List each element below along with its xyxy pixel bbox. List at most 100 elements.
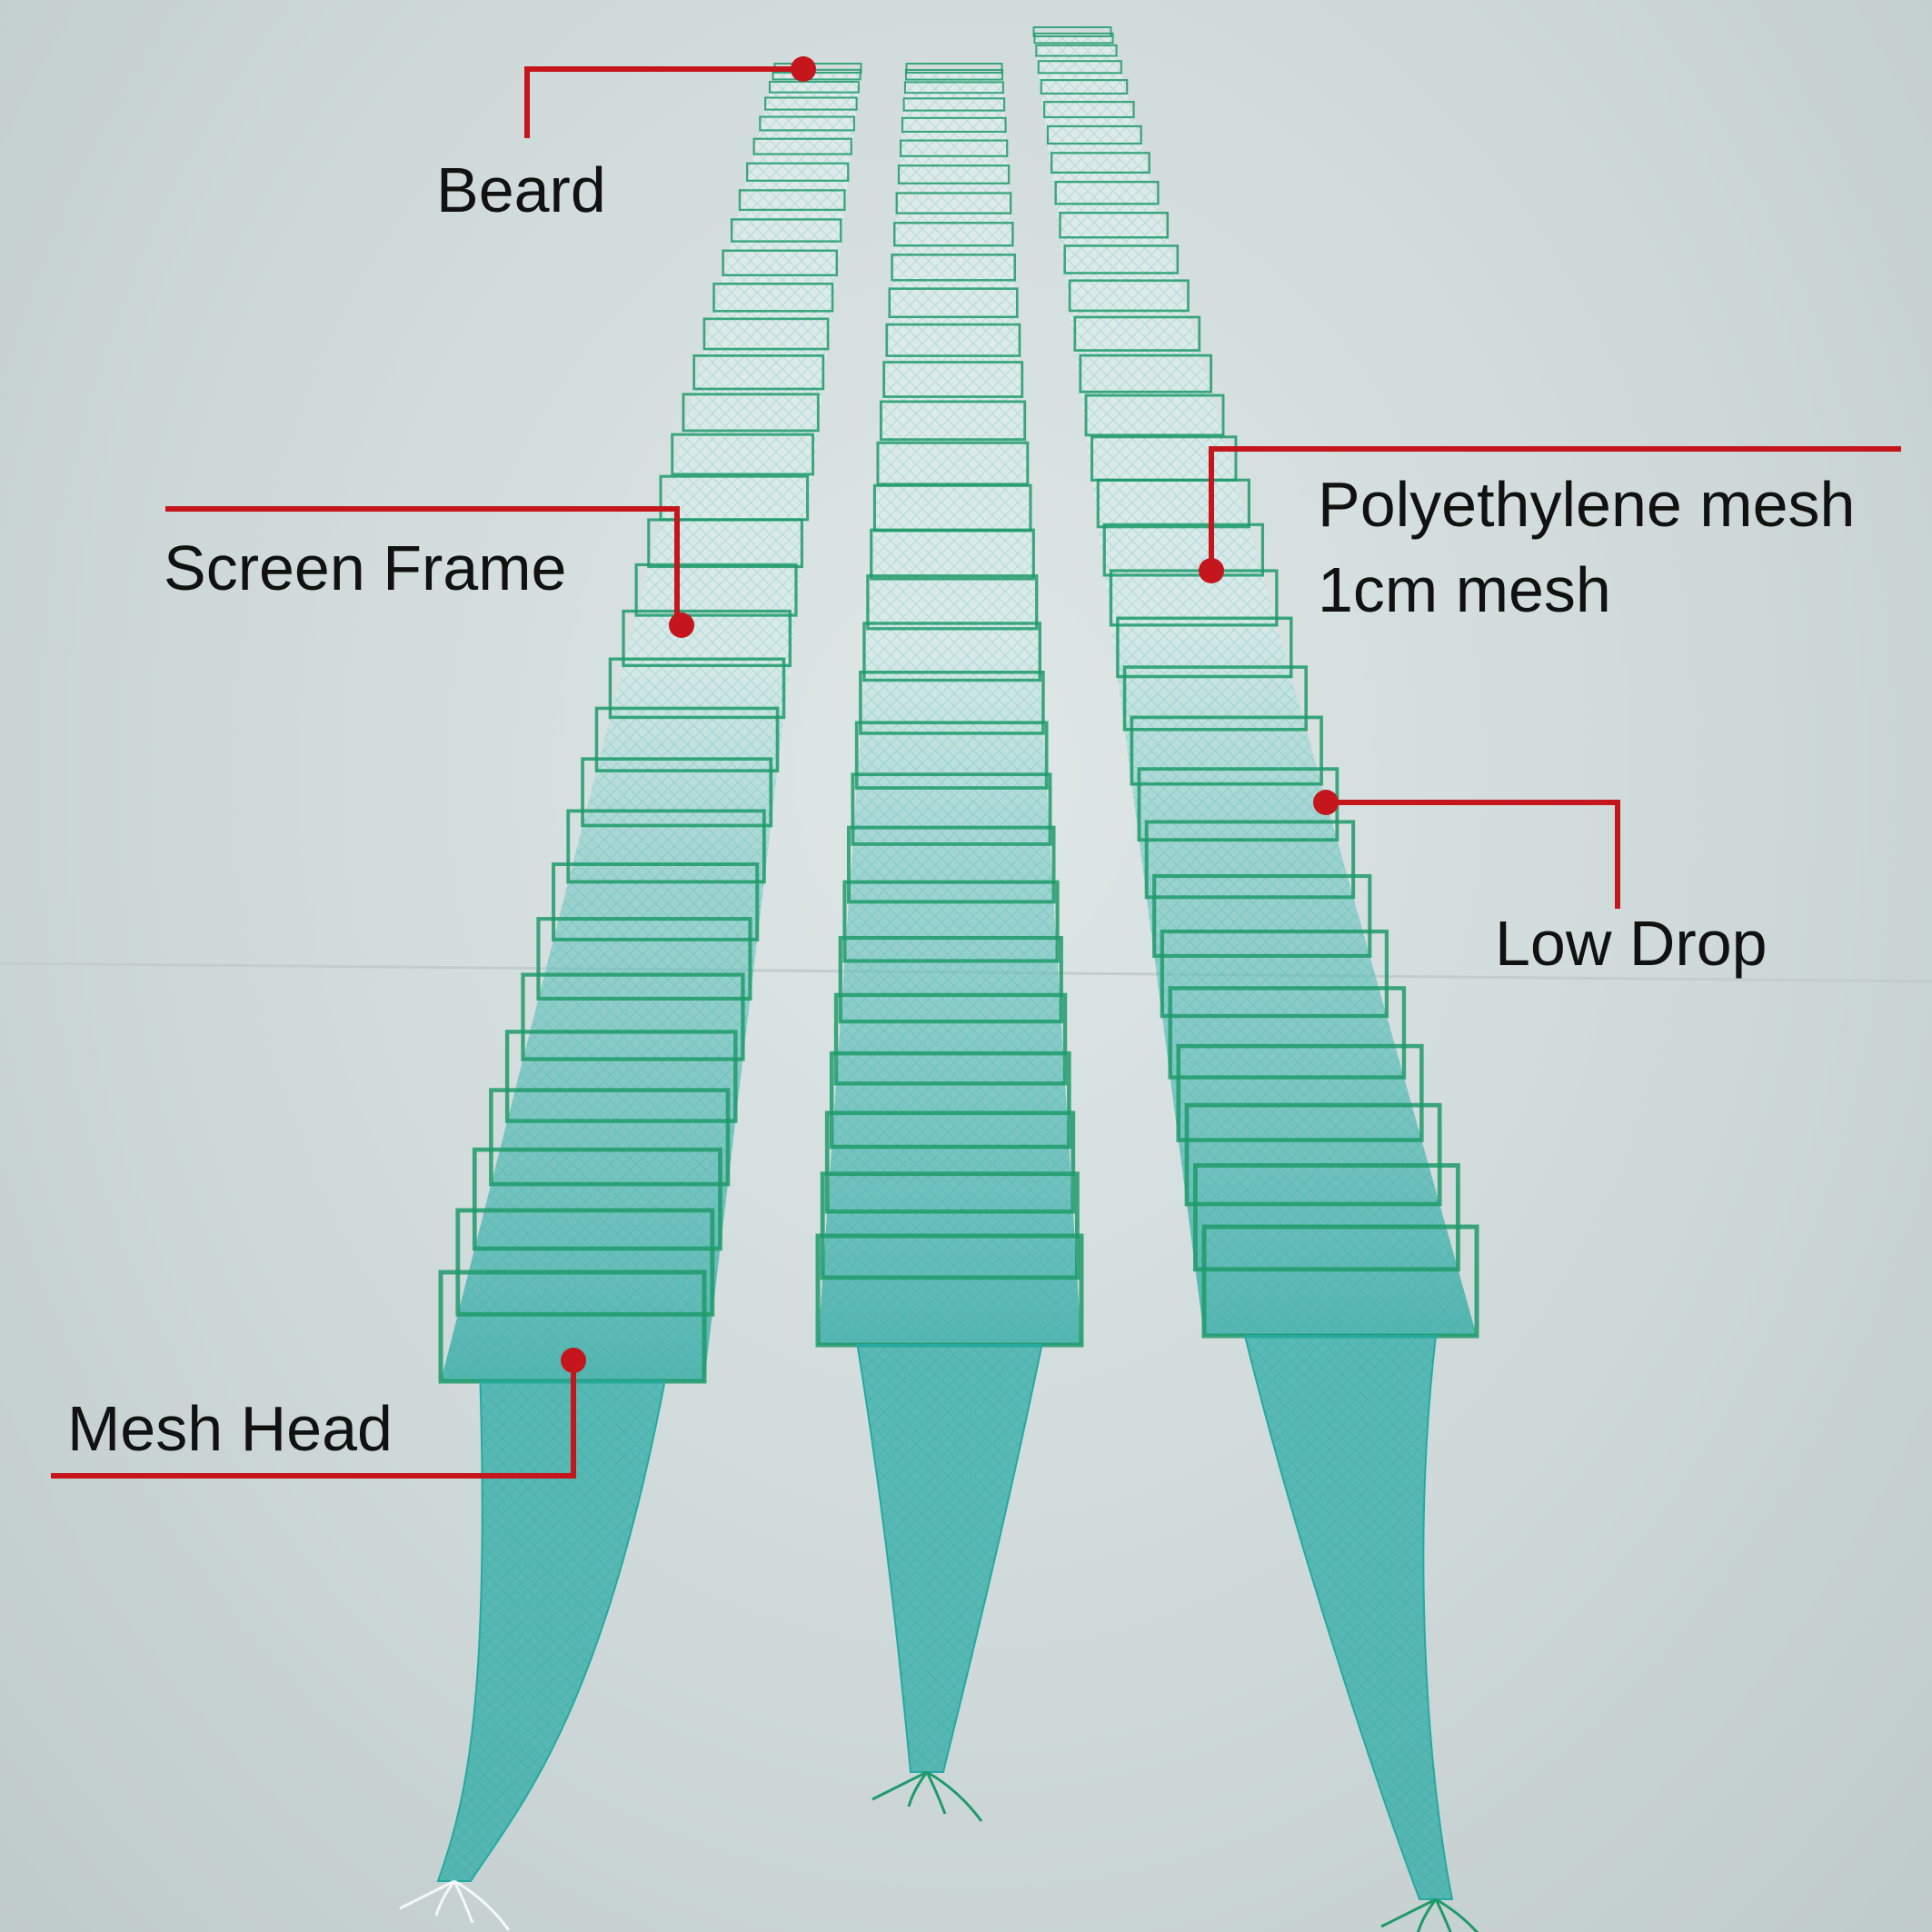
trap-left-tie-rope (453, 1879, 511, 1931)
trap-middle-frame-ring (901, 116, 1007, 134)
trap-right-frame-ring (1116, 616, 1293, 679)
trap-middle-frame-ring (900, 139, 1009, 157)
trap-left-frame-ring (772, 68, 861, 81)
trap-left-frame-ring (738, 189, 846, 212)
trap-right (1032, 26, 1479, 1932)
trap-middle-frame-ring (854, 721, 1049, 790)
trap-left (399, 63, 862, 1931)
trap-left-mesh-texture (441, 73, 861, 1381)
trap-middle-frame-ring (879, 400, 1027, 442)
trap-middle-frame-ring (838, 935, 1063, 1024)
beard-callout-dot (791, 56, 816, 82)
polyethylene-mesh-label: Polyethylene mesh 1cm mesh (1318, 462, 1855, 632)
trap-middle-frame-ring (882, 361, 1024, 398)
trap-right-frame-ring (1084, 393, 1225, 437)
trap-left-frame-ring (768, 80, 860, 94)
trap-right-frame-ring (1050, 152, 1150, 174)
trap-middle-tie-rope (907, 1771, 929, 1808)
trap-right-frame-ring (1068, 279, 1190, 313)
trap-right-frame-ring (1043, 101, 1135, 119)
polyethylene-mesh-line1: Polyethylene mesh (1318, 469, 1856, 540)
trap-middle (815, 63, 1084, 1822)
trap-middle-tie-rope (926, 1770, 983, 1822)
trap-middle-mesh-texture (818, 73, 1081, 1345)
trap-right-frame-ring (1122, 665, 1308, 732)
low-drop-callout-line (1326, 800, 1620, 909)
trap-middle-frame-ring (905, 63, 1003, 74)
trap-middle-frame-ring (904, 68, 1003, 81)
polyethylene-mesh-line2: 1cm mesh (1318, 554, 1611, 625)
trap-right-frame-ring (1063, 244, 1180, 274)
trap-middle-tail-mesh (857, 1345, 1042, 1772)
trap-left-tail-mesh (438, 1381, 665, 1881)
trap-right-frame-ring (1130, 715, 1323, 786)
trap-middle-frame-ring (902, 97, 1006, 112)
trap-middle-frame-ring (903, 81, 1004, 95)
trap-right-frame-ring (1109, 569, 1279, 627)
trap-middle-frame-ring (888, 287, 1019, 319)
trap-left-frame-ring (746, 162, 850, 182)
trap-right-frame-ring (1152, 873, 1372, 958)
trap-middle-frame-ring (842, 880, 1060, 963)
trap-right-frame-ring (1096, 478, 1250, 529)
low-drop-callout-dot (1313, 790, 1339, 815)
trap-right-frame-ring (1079, 354, 1213, 393)
trap-right-frame-ring (1168, 986, 1407, 1080)
trap-left-frame-ring (504, 1030, 738, 1123)
trap-left-frame-ring (622, 609, 792, 668)
trap-left-frame-ring (764, 96, 858, 111)
mesh-head-callout-line (51, 1360, 576, 1479)
trap-right-frame-ring (1102, 523, 1265, 577)
trap-middle-frame-ring (824, 1110, 1076, 1214)
trap-middle-tie-rope (871, 1770, 928, 1801)
trap-left-frame-ring (647, 518, 803, 569)
trap-left-frame-ring (634, 563, 798, 617)
trap-middle-tie-rope (925, 1771, 947, 1815)
trap-right-tie-rope (1434, 1898, 1452, 1932)
trap-right-frame-ring (1033, 32, 1114, 45)
trap-right-tie-rope (1380, 1897, 1437, 1928)
trap-right-frame-ring (1035, 44, 1118, 57)
trap-right-frame-ring (1032, 26, 1112, 37)
trap-right-frame-ring (1192, 1163, 1460, 1272)
trap-left-frame-ring (730, 218, 842, 243)
trap-left-frame-ring (712, 283, 834, 313)
trap-right-frame-ring (1176, 1043, 1424, 1142)
trap-right-frame-ring (1037, 60, 1122, 75)
trap-right-frame-ring (1046, 124, 1142, 145)
trap-middle-frame-ring (846, 825, 1056, 904)
trap-left-frame-ring (692, 354, 825, 391)
trap-middle-frame-ring (893, 222, 1014, 247)
trap-right-frame-ring (1160, 929, 1389, 1019)
trap-right-frame-ring (1040, 79, 1129, 95)
trap-right-frame-ring (1059, 211, 1170, 239)
trap-middle-frame-ring (829, 1051, 1071, 1150)
trap-middle-frame-ring (820, 1171, 1080, 1280)
trap-middle-frame-ring (891, 254, 1017, 282)
trap-left-tie-rope (399, 1879, 455, 1910)
polyethylene-mesh-callout-line (1209, 446, 1901, 571)
trap-middle-frame-ring (851, 772, 1052, 846)
trap-middle-frame-ring (833, 992, 1068, 1086)
trap-left-frame-ring (702, 317, 830, 351)
trap-right-frame-ring (1184, 1102, 1442, 1207)
mesh-head-label: Mesh Head (67, 1393, 393, 1464)
trap-left-frame-ring (521, 972, 745, 1061)
trap-middle-frame-ring (897, 164, 1011, 184)
trap-left-frame-ring (722, 249, 839, 277)
trap-right-mesh-texture (1033, 36, 1477, 1336)
trap-left-frame-ring (536, 917, 752, 1001)
trap-middle-frame-ring (895, 192, 1012, 214)
trap-right-frame-ring (1073, 315, 1201, 352)
trap-middle-frame-ring (859, 671, 1045, 735)
polyethylene-mesh-callout-dot (1199, 558, 1224, 583)
callout-lines (51, 56, 1901, 1479)
beard-label: Beard (436, 154, 606, 225)
trap-middle-frame-ring (870, 528, 1035, 581)
trap-left-frame-ring (671, 433, 815, 476)
trap-right-frame-ring (1054, 180, 1160, 205)
trap-right-tail-mesh (1245, 1336, 1452, 1899)
trap-left-frame-ring (581, 757, 773, 828)
